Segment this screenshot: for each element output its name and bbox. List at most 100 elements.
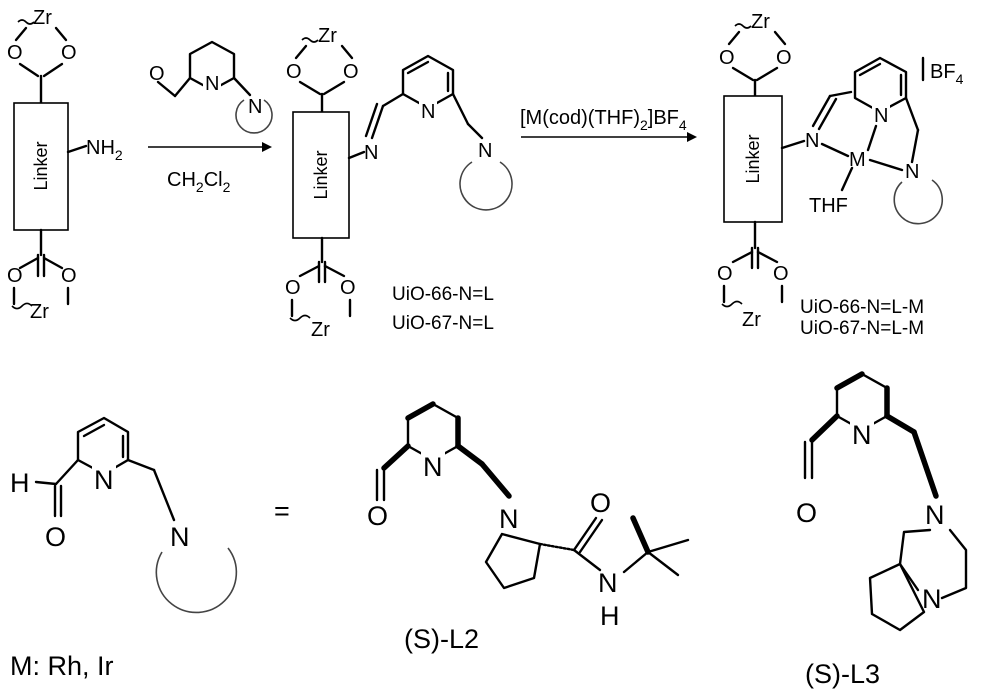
mof-imine-linker: Zr O O Linker O O Zr N N N U	[285, 25, 513, 341]
bond	[646, 538, 690, 554]
bond	[904, 96, 920, 132]
n-label-halo	[872, 103, 890, 125]
bond	[466, 122, 484, 140]
bond	[66, 144, 88, 154]
counterion-text: BF	[930, 61, 956, 83]
nh2-label: NH2	[86, 137, 123, 163]
bond	[910, 128, 920, 164]
bond	[731, 250, 754, 264]
o-atom-label: O	[61, 265, 77, 287]
linker-box	[723, 95, 783, 223]
bond	[622, 550, 650, 574]
n-label-halo	[203, 72, 221, 94]
bond	[820, 142, 850, 158]
product-label-uio66: UiO-66-N=L-M	[800, 297, 924, 318]
bond	[54, 26, 68, 42]
bond	[451, 92, 470, 126]
bond	[126, 458, 156, 472]
n-atom-label: N	[94, 465, 114, 495]
n-label-halo	[92, 462, 116, 492]
bond	[773, 30, 787, 46]
zr-bottom-wavy-bond	[11, 302, 33, 310]
linker-label: Linker	[743, 134, 763, 183]
precursor-suffix: ]BF	[648, 107, 679, 129]
zr-top-wavy-bond	[734, 23, 752, 29]
bold-bond	[455, 443, 485, 467]
n-atom-label: N	[364, 142, 378, 164]
bond	[811, 94, 832, 128]
amine-ring-arc	[459, 161, 513, 211]
n-atom-label: N	[423, 452, 443, 482]
bold-bond	[834, 371, 865, 391]
ligand-l3-structure: O N N N (S)-L3	[796, 371, 968, 689]
mof-metal-complex: Zr O O Linker O O Zr N N N M	[717, 11, 964, 339]
n-atom-label: N	[205, 73, 219, 95]
precursor-bf-subscript: 4	[679, 117, 687, 133]
bond	[14, 26, 28, 42]
o-atom-label: O	[45, 522, 66, 552]
n-atom-label: N	[852, 420, 872, 450]
counterion-label: BF4	[930, 61, 964, 87]
o-atom-label: O	[776, 47, 792, 69]
bond	[868, 158, 904, 172]
zr-top-wavy-bond	[301, 37, 319, 43]
o-atom-label: O	[590, 488, 611, 518]
solvent-label: CH2Cl2	[167, 169, 231, 195]
bond	[840, 166, 854, 192]
zr-bottom-label: Zr	[30, 301, 49, 323]
zr-top-label: Zr	[318, 25, 337, 47]
o-atom-label: O	[149, 63, 165, 85]
mof-amine-linker: Zr O O Linker NH2 O O Zr	[7, 7, 123, 323]
o-atom-label: O	[717, 263, 733, 285]
bold-bond	[884, 413, 917, 435]
piperazine-ring	[940, 528, 968, 600]
counterion-subscript: 4	[956, 71, 964, 87]
nh2-text: NH	[86, 137, 115, 159]
o-atom-label: O	[367, 501, 388, 531]
wedge-bond	[538, 542, 576, 552]
bold-bond	[479, 461, 512, 499]
metals-label: M: Rh, Ir	[10, 651, 114, 681]
bond	[755, 66, 779, 82]
o-atom-label: O	[286, 61, 302, 83]
bond	[322, 80, 346, 96]
n-atom-label: N	[905, 161, 919, 183]
bond	[323, 264, 346, 278]
bond	[727, 30, 741, 46]
solvent-tail-subscript: 2	[223, 179, 231, 195]
n-atom-label: N	[874, 105, 888, 127]
bond	[18, 256, 40, 270]
amine-ring-arc	[235, 99, 273, 134]
generic-ligand-legend: H O N N = M: Rh, Ir	[10, 416, 290, 681]
bond	[646, 550, 680, 577]
bond	[780, 139, 806, 150]
bond	[347, 150, 366, 160]
zr-top-label: Zr	[751, 11, 770, 33]
ligand-l2-label: (S)-L2	[404, 624, 479, 654]
zr-bottom-wavy-bond	[289, 314, 311, 322]
reaction-arrow-1: O N N CH2Cl2	[148, 40, 273, 195]
bond	[152, 468, 176, 522]
piperazine-ring	[898, 528, 932, 592]
bond	[82, 423, 106, 438]
bond	[364, 102, 379, 138]
pyrrolidine-ring	[868, 562, 926, 632]
ligand-l2-structure: O N N O N H (S)-L2	[367, 401, 690, 654]
solvent-subscript: 2	[196, 179, 204, 195]
bond	[298, 80, 322, 96]
bond	[156, 80, 177, 98]
bold-bond	[630, 515, 651, 555]
bond	[572, 516, 598, 552]
bond	[298, 264, 321, 278]
linker-label: Linker	[311, 150, 331, 199]
intermediate-label-uio66: UiO-66-N=L	[392, 284, 494, 305]
o-atom-label: O	[719, 47, 735, 69]
h-atom-label: H	[600, 601, 620, 631]
bond	[18, 62, 40, 78]
o-atom-label: O	[61, 42, 77, 64]
n-atom-label: N	[499, 504, 519, 534]
n-atom-label: N	[421, 101, 435, 123]
arrowhead	[687, 132, 697, 142]
o-atom-label: O	[773, 263, 789, 285]
bond	[858, 62, 882, 77]
